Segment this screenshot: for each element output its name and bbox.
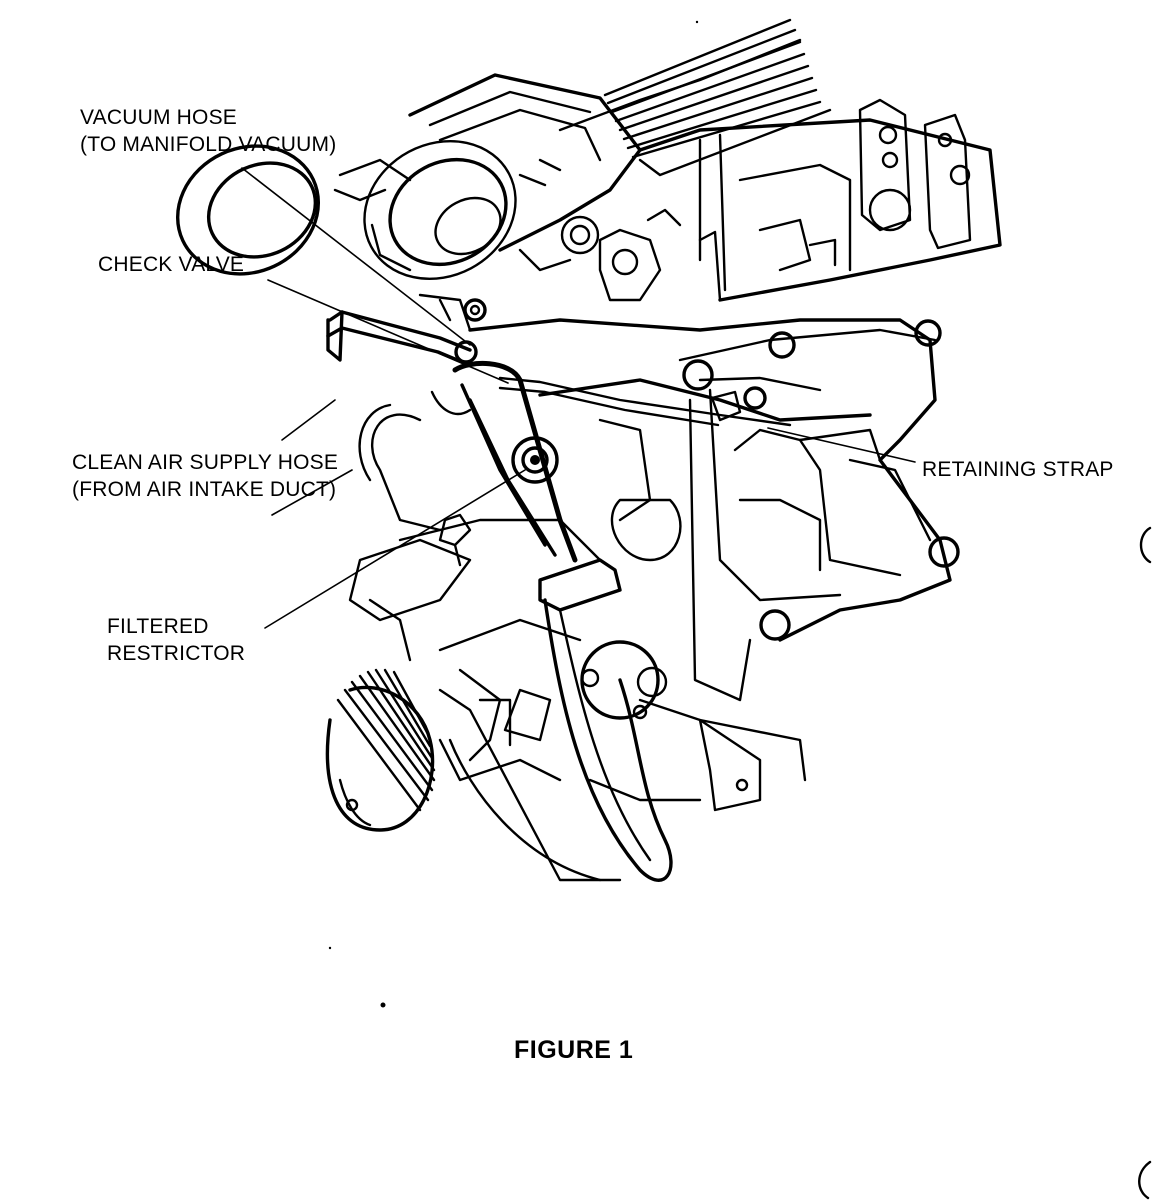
vacuum-and-strap xyxy=(438,376,792,567)
belt-and-pulleys xyxy=(438,298,673,882)
clean-air-label-line1: CLEAN AIR SUPPLY HOSE xyxy=(72,451,339,474)
retaining-strap-label-line1: RETAINING STRAP xyxy=(922,458,1114,481)
intake-runners xyxy=(558,18,832,177)
crank-pulley xyxy=(325,668,436,832)
vacuum-hose-label-line2: (TO MANIFOLD VACUUM) xyxy=(80,133,337,156)
engine-block xyxy=(348,318,960,812)
margin-marks xyxy=(328,20,1152,1200)
filtered-restrictor-label-line2: RESTRICTOR xyxy=(107,642,246,665)
retaining-strap-label: RETAINING STRAP xyxy=(922,456,1114,483)
leader-lines xyxy=(241,167,916,629)
clean-air-label-line2: (FROM AIR INTAKE DUCT) xyxy=(72,478,337,501)
filtered-restrictor-label: FILTERED RESTRICTOR xyxy=(107,613,245,667)
figure-caption: FIGURE 1 xyxy=(514,1036,634,1064)
check-valve-label: CHECK VALVE xyxy=(98,251,244,278)
clean-air-supply-hose-label: CLEAN AIR SUPPLY HOSE (FROM AIR INTAKE D… xyxy=(72,449,338,503)
vacuum-hose-label-line1: VACUUM HOSE xyxy=(80,106,237,129)
manifold-body xyxy=(638,98,1002,302)
vacuum-hose-label: VACUUM HOSE (TO MANIFOLD VACUUM) xyxy=(80,104,336,158)
clean-air-supply-hose xyxy=(326,293,472,416)
check-valve-label-line1: CHECK VALVE xyxy=(98,253,245,276)
filtered-restrictor-label-line1: FILTERED xyxy=(107,615,209,638)
throttle-body xyxy=(175,73,682,302)
